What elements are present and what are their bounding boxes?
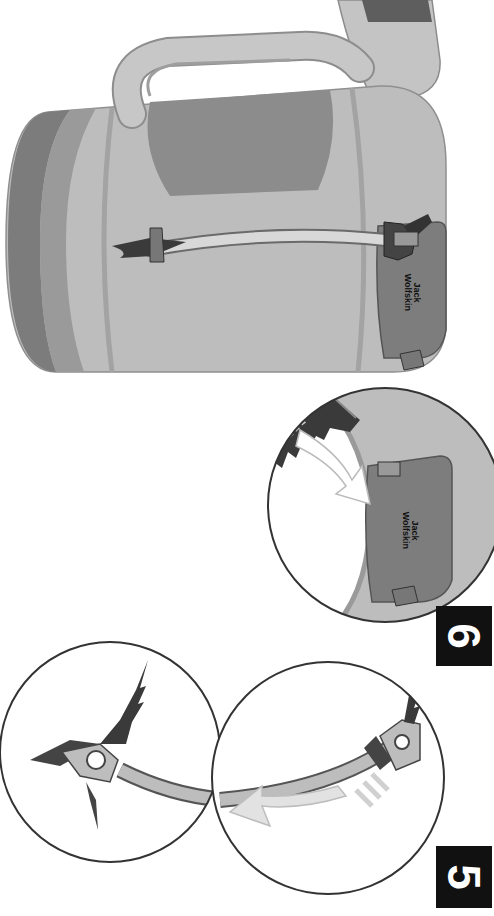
axe-head — [62, 744, 118, 782]
bag-body — [6, 86, 446, 372]
axe-pick — [404, 668, 420, 724]
motion-lines — [276, 406, 304, 436]
axe-shaft — [150, 236, 386, 250]
logo-holder: Jack Wolfskin — [401, 504, 420, 556]
axe-spike — [86, 782, 98, 830]
bag-end-band — [40, 108, 96, 372]
handle-outline — [127, 46, 360, 114]
motion-arrow — [296, 430, 370, 504]
axe-shaft-outline — [150, 236, 386, 250]
seam — [104, 108, 112, 372]
handle — [127, 46, 360, 114]
axe-adze — [364, 736, 392, 770]
strap-end — [362, 0, 432, 22]
step-number: 5 — [441, 864, 487, 890]
axe-spike — [112, 238, 186, 258]
axe-pick — [100, 660, 148, 744]
axe-clip — [150, 228, 164, 262]
logo-holder: Jack Wolfskin — [403, 266, 422, 318]
patch-buckle — [400, 350, 424, 370]
axe-patch — [377, 222, 446, 358]
step-number-box: 5 — [436, 846, 492, 908]
axe-pick — [262, 392, 360, 478]
axe-patch — [366, 456, 452, 602]
patch-buckle — [392, 586, 418, 606]
step-number: 6 — [441, 623, 487, 649]
seam — [352, 88, 364, 372]
motion-lines — [356, 774, 388, 806]
motion-arrow — [230, 786, 346, 826]
bag-top-panel — [148, 90, 334, 196]
step-number-box: 6 — [436, 606, 492, 666]
logo-text: Jack Wolfskin — [403, 266, 422, 318]
bag-illustration — [6, 0, 446, 372]
handle-stitch — [148, 60, 290, 96]
axe-holder — [394, 232, 418, 246]
logo-text: Jack Wolfskin — [401, 504, 420, 556]
detail-circle — [0, 642, 444, 894]
detail-circle — [262, 380, 494, 640]
axe-holder — [378, 462, 400, 476]
